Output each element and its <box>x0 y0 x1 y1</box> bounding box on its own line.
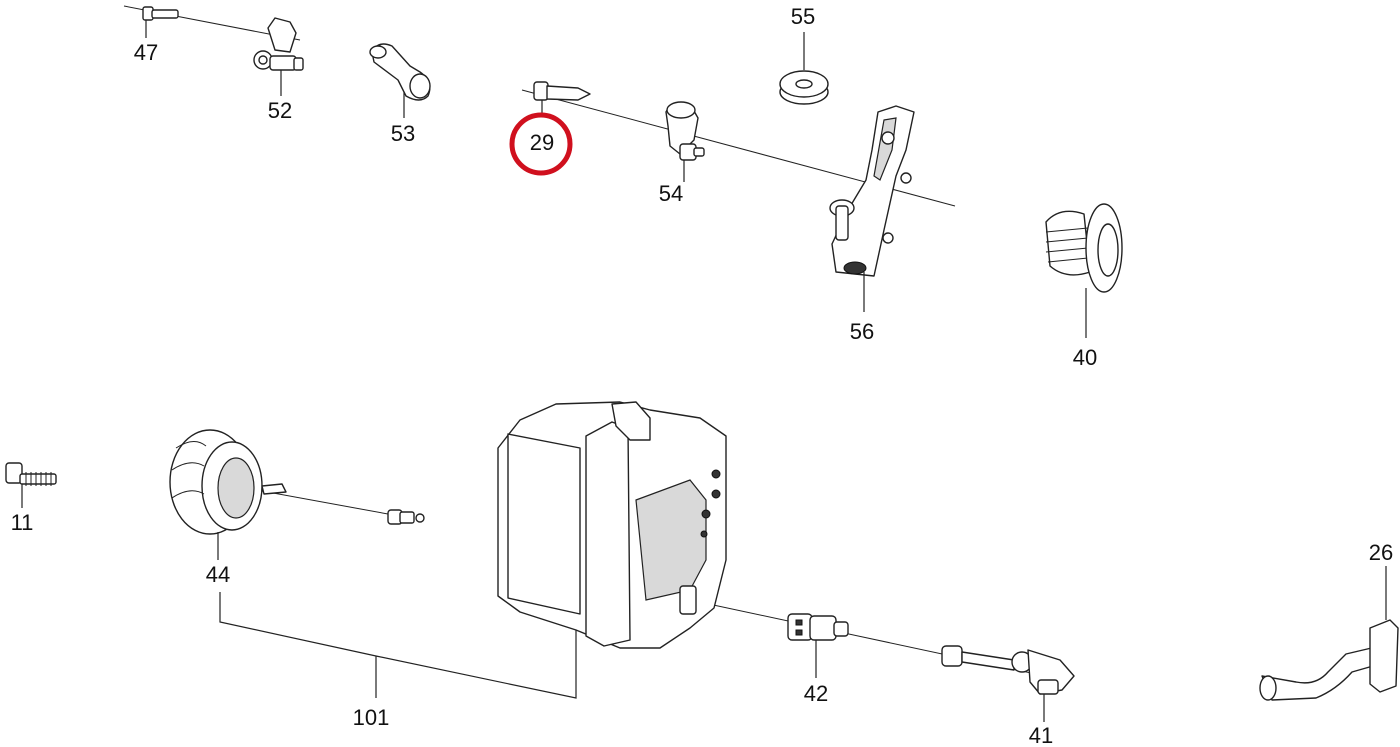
label-53: 53 <box>391 121 415 146</box>
label-42: 42 <box>804 681 828 706</box>
label-56: 56 <box>850 319 874 344</box>
part-40-plug[interactable] <box>1045 203 1123 338</box>
label-47: 47 <box>134 40 158 65</box>
part-54-clamp[interactable] <box>665 101 705 182</box>
part-42-coupler[interactable] <box>787 613 849 678</box>
label-55: 55 <box>791 4 815 29</box>
label-29: 29 <box>530 130 554 155</box>
part-55-washer[interactable] <box>779 32 829 105</box>
highlight-circle <box>509 112 573 176</box>
part-44-cap-cable[interactable] <box>169 429 425 560</box>
label-40: 40 <box>1073 345 1097 370</box>
part-52-bracket[interactable] <box>253 17 304 96</box>
part-47-screw[interactable] <box>142 6 179 38</box>
part-101-housing[interactable] <box>219 401 727 699</box>
label-54: 54 <box>659 181 683 206</box>
part-11-screw[interactable] <box>5 462 57 508</box>
label-44: 44 <box>206 562 230 587</box>
label-41: 41 <box>1029 723 1053 747</box>
label-11: 11 <box>11 510 34 535</box>
part-41-lever-rod[interactable] <box>941 645 1075 722</box>
part-26-bent-pipe[interactable] <box>1259 566 1399 701</box>
label-101: 101 <box>353 705 390 730</box>
part-56-lever[interactable] <box>829 105 915 312</box>
label-52: 52 <box>268 98 292 123</box>
part-29-screw[interactable] <box>533 81 591 116</box>
label-26: 26 <box>1369 540 1393 565</box>
part-53-elbow-pipe[interactable] <box>369 43 431 118</box>
